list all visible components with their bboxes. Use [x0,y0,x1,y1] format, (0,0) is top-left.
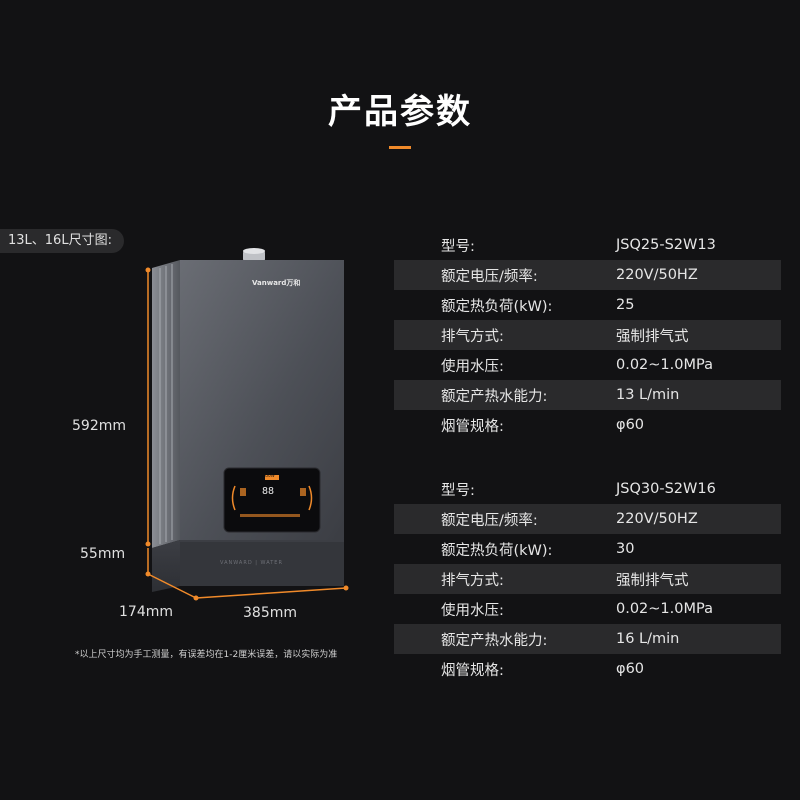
base-height-label: 55mm [80,546,126,562]
spec-table-13l: 型号:JSQ25-S2W13 额定电压/频率:220V/50HZ 额定热负荷(k… [394,230,781,440]
size-tag: 13L、16L尺寸图: [0,229,124,253]
base-text: VANWARD | WATER [220,560,283,566]
spec-row: 额定电压/频率:220V/50HZ [394,504,781,534]
title-underline [389,146,411,149]
measurement-footnote: *以上尺寸均为手工测量，有误差均在1-2厘米误差，请以实际为准 [75,650,338,660]
brand-logo: Vanward万和 [252,279,301,287]
spec-row: 额定电压/频率:220V/50HZ [394,260,781,290]
panel-digits: 88 [262,486,275,497]
spec-row: 型号:JSQ25-S2W13 [441,237,716,255]
spec-row: 使用水压:0.02~1.0MPa [441,601,713,619]
spec-row: 烟管规格:φ60 [441,661,645,679]
spec-row: 排气方式:强制排气式 [394,564,781,594]
panel-label: O0W [265,473,275,478]
water-heater-image: Vanward万和 O0W 88 VANWARD | WATER [140,248,370,610]
spec-row: 型号:JSQ30-S2W16 [441,481,716,499]
spec-row: 排气方式:强制排气式 [394,320,781,350]
spec-row: 额定热负荷(kW):30 [441,541,635,559]
depth-dimension-line [147,573,197,599]
width-label: 385mm [243,605,297,621]
spec-row: 额定热负荷(kW):25 [441,297,635,315]
depth-label: 174mm [119,604,173,620]
spec-table-16l: 型号:JSQ30-S2W16 额定电压/频率:220V/50HZ 额定热负荷(k… [394,474,781,684]
page-title: 产品参数 [328,92,472,132]
spec-row: 额定产热水能力:16 L/min [394,624,781,654]
spec-row: 使用水压:0.02~1.0MPa [441,357,713,375]
width-dimension-line [195,587,347,599]
height-label: 592mm [72,418,126,434]
spec-row: 额定产热水能力:13 L/min [394,380,781,410]
spec-row: 烟管规格:φ60 [441,417,645,435]
